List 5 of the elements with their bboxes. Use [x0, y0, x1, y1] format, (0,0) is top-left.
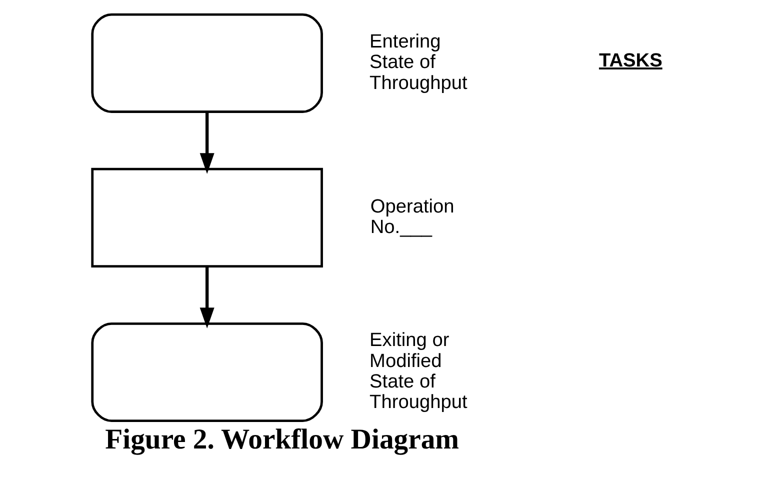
caption: Figure 2. Workflow Diagram — [105, 424, 460, 456]
node-label: Exiting or Modified State of Throughput — [370, 330, 468, 414]
node-label: Entering State of Throughput — [370, 31, 468, 94]
node-label: Operation No.___ — [370, 196, 454, 238]
label: TASKS — [598, 50, 662, 72]
